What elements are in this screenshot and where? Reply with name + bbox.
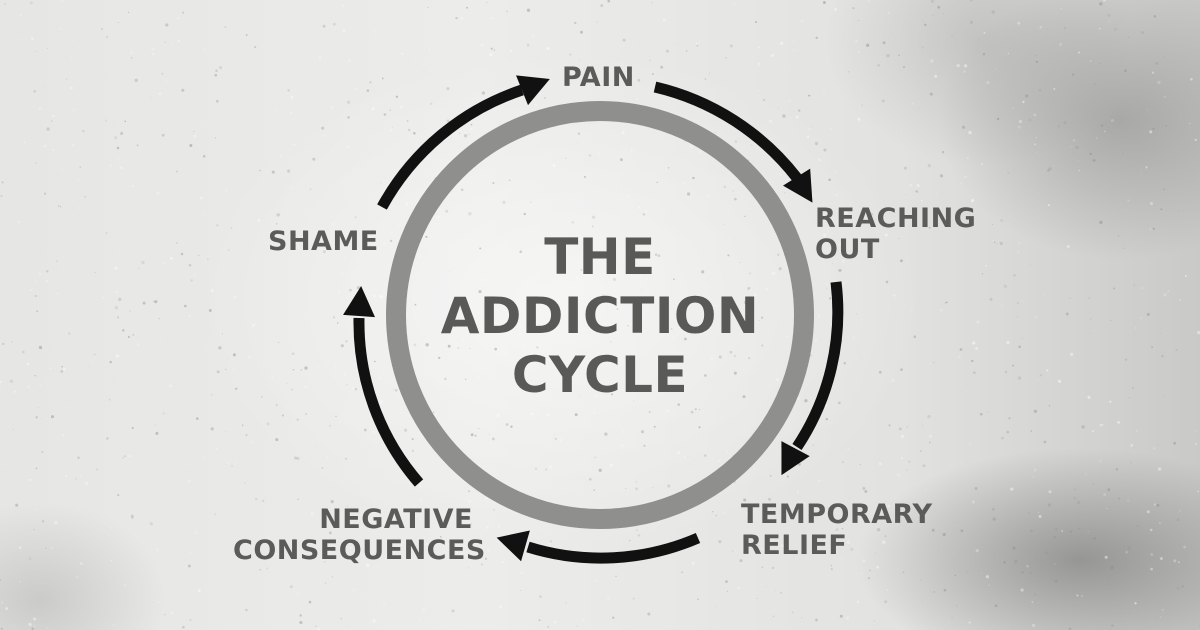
arrow-shame-to-pain [377,75,550,210]
stage-label-negative-consequences: NEGATIVE CONSEQUENCES [233,504,486,566]
stage-label-line: SHAME [268,226,379,257]
diagram-title: THE ADDICTION CYCLE [430,228,770,405]
stage-label-pain: PAIN [562,62,635,93]
title-line: THE [544,228,656,286]
arrow-negative-consequences-to-shame [343,286,424,487]
cycle-ring [386,101,814,529]
stage-label-shame: SHAME [268,226,379,257]
arrow-reaching-out-to-temporary-relief [781,281,844,476]
stage-label-line: CONSEQUENCES [233,535,486,566]
title-line: CYCLE [511,346,689,404]
arrow-temporary-relief-to-negative-consequences [496,530,701,564]
stage-label-line: RELIEF [741,530,848,561]
stage-label-line: REACHING [815,203,977,234]
stage-label-temporary-relief: TEMPORARY RELIEF [741,499,933,561]
stage-label-reaching-out: REACHING OUT [815,203,976,265]
stage-label-line: TEMPORARY [741,499,933,530]
arrow-pain-to-reaching-out [653,81,813,203]
stage-label-line: PAIN [562,62,635,93]
stage-label-line: NEGATIVE [319,504,473,535]
title-line: ADDICTION [440,287,760,345]
stage-label-line: OUT [815,234,880,265]
